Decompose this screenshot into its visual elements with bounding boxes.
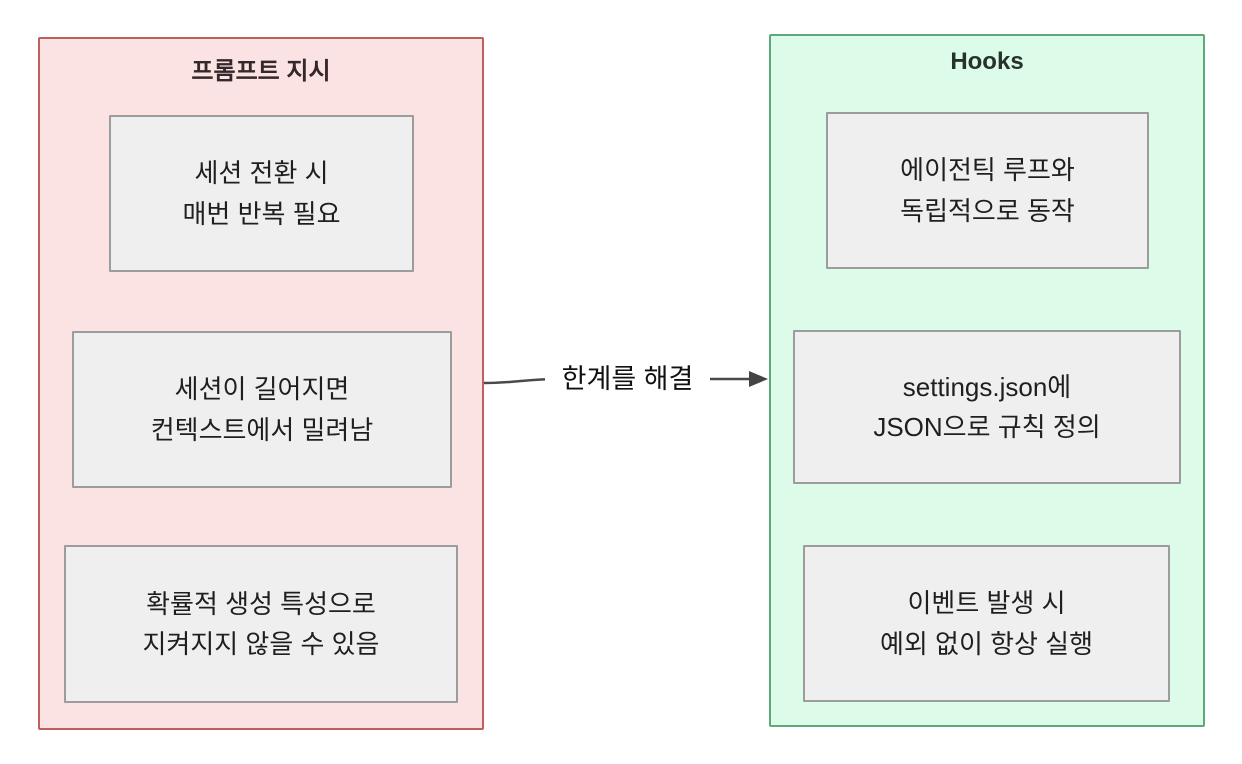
node-settings-json-rules: settings.json에 JSON으로 규칙 정의: [793, 330, 1181, 484]
node-text-line: 독립적으로 동작: [900, 195, 1075, 226]
node-text-line: 세션이 길어지면: [174, 374, 350, 405]
node-text-line: 세션 전환 시: [194, 158, 329, 189]
group-hooks-title: Hooks: [950, 48, 1024, 75]
group-prompt-instructions-title: 프롬프트 지시: [191, 58, 331, 85]
node-text-line: 에이전틱 루프와: [900, 155, 1075, 186]
node-text-line: 확률적 생성 특성으로: [146, 588, 376, 619]
node-text-line: 지켜지지 않을 수 있음: [142, 629, 380, 659]
node-text-line: settings.json에: [902, 371, 1072, 402]
node-always-runs-on-event: 이벤트 발생 시 예외 없이 항상 실행: [803, 545, 1170, 702]
node-text-line: 예외 없이 항상 실행: [879, 628, 1094, 659]
node-text-line: 컨텍스트에서 밀려남: [150, 414, 374, 445]
arrow-label: 한계를 해결: [545, 362, 710, 398]
node-independent-of-agentic-loop: 에이전틱 루프와 독립적으로 동작: [826, 112, 1149, 269]
node-probabilistic-not-guaranteed: 확률적 생성 특성으로 지켜지지 않을 수 있음: [64, 545, 458, 703]
node-text-line: JSON으로 규칙 정의: [873, 412, 1101, 442]
node-text-line: 매번 반복 필요: [182, 198, 341, 229]
arrow-head-icon: [749, 371, 768, 387]
node-session-switch-repeat: 세션 전환 시 매번 반복 필요: [109, 115, 414, 272]
node-text-line: 이벤트 발생 시: [907, 588, 1066, 619]
node-context-pushed-out: 세션이 길어지면 컨텍스트에서 밀려남: [72, 331, 452, 488]
